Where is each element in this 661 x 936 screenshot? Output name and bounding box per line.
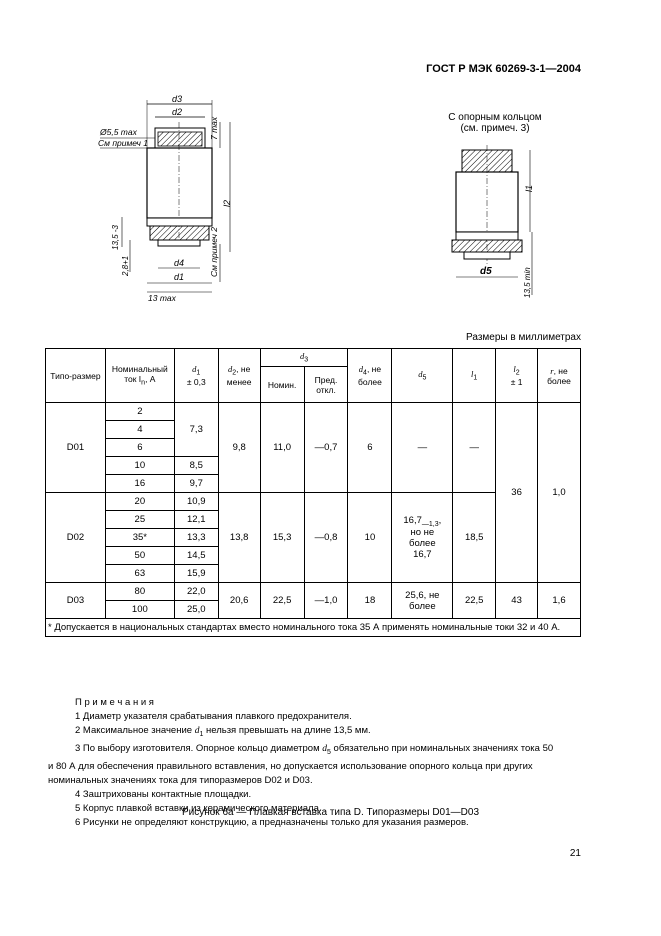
header-l2: l2± 1: [495, 348, 538, 403]
cell-d1: 7,3: [173, 402, 219, 457]
cell-d1: 22,0: [173, 582, 219, 601]
dim-d3-label: d3: [172, 94, 182, 104]
cell-current: 16: [104, 474, 175, 493]
note-3-cont1: и 80 А для обеспечения правильного встав…: [48, 760, 533, 772]
figure-caption: Рисунок 6а — Плавкая вставка типа D. Тип…: [181, 807, 480, 818]
standard-number: ГОСТ Р МЭК 60269-3-1—2004: [426, 63, 581, 75]
header-d1: d1± 0,3: [173, 348, 219, 403]
cell-d3-dev: —0,8: [303, 492, 349, 583]
cell-d3-nom: 22,5: [259, 582, 305, 619]
cell-current: 80: [104, 582, 175, 601]
cell-current: 50: [104, 546, 175, 565]
cell-d2: 20,6: [217, 582, 261, 619]
note-6: 6 Рисунки не определяют конструкцию, а п…: [75, 816, 469, 828]
cell-type: D01: [45, 402, 106, 493]
label-note2: 13 max: [148, 293, 177, 302]
dim-d4: d4: [174, 258, 184, 268]
page-number: 21: [569, 848, 581, 859]
cell-d4: 10: [347, 492, 393, 583]
cell-current: 35*: [104, 528, 175, 547]
header-d3-nom: Номин.: [259, 366, 305, 403]
cell-d4: 6: [347, 402, 393, 493]
figure-right-caption-line2: (см. примеч. 3): [460, 123, 530, 134]
dim-l2: l2: [222, 200, 232, 207]
header-d4: d4, не более: [347, 348, 393, 403]
cell-d1: 13,3: [173, 528, 219, 547]
cell-d3-dev: —0,7: [303, 402, 349, 493]
cell-current: 4: [104, 420, 175, 439]
header-d2: d2, не менее: [217, 348, 261, 403]
notes: П р и м е ч а н и я 1 Диаметр указателя …: [48, 696, 583, 830]
header-rated-current: Номинальный ток In, А: [104, 348, 175, 403]
dim-13max: См примеч 2: [209, 227, 219, 277]
note-3-cont2: номинальных значениях тока для типоразме…: [48, 774, 313, 786]
cell-type: D03: [45, 582, 106, 619]
cell-l1: 22,5: [452, 582, 497, 619]
dim-7max: 7 max: [209, 116, 219, 140]
cell-current: 20: [104, 492, 175, 511]
cell-d3-nom: 11,0: [259, 402, 305, 493]
cell-r: 1,6: [537, 582, 581, 619]
note-2: 2 Максимальное значение d1 нельзя превыш…: [75, 725, 371, 738]
cell-l1: —: [452, 402, 497, 493]
cell-d1: 15,9: [173, 564, 219, 583]
note-4: 4 Заштрихованы контактные площадки.: [75, 788, 252, 800]
cell-d1: 25,0: [173, 600, 219, 619]
dim-d2-label: d2: [172, 107, 182, 117]
cell-l1: 18,5: [452, 492, 497, 583]
header-d3-dev: Пред. откл.: [303, 366, 349, 403]
label-note1: См примеч 1: [98, 138, 148, 148]
notes-title: П р и м е ч а н и я: [75, 697, 154, 708]
dim-135: 13,5 -3: [111, 225, 120, 250]
dim-d1: d1: [174, 272, 184, 282]
table-footnote: * Допускается в национальных стандартах …: [45, 618, 581, 637]
cell-r: 1,0: [537, 402, 581, 583]
dim-l1: l1: [524, 185, 534, 192]
label-diam-55: Ø5,5 max: [99, 127, 138, 137]
cell-d3-dev: —1,0: [303, 582, 349, 619]
cell-current: 6: [104, 438, 175, 457]
cell-d2: 9,8: [217, 402, 261, 493]
cell-current: 100: [104, 600, 175, 619]
cell-l2: 43: [495, 582, 538, 619]
cell-current: 2: [104, 402, 175, 421]
header-d3: d3: [259, 348, 349, 367]
fuse-dimensions-table: Типо-размер Номинальный ток In, А d1± 0,…: [45, 348, 581, 637]
cell-d3-nom: 15,3: [259, 492, 305, 583]
cell-d5: —: [391, 402, 454, 493]
note-1: 1 Диаметр указателя срабатывания плавког…: [75, 711, 352, 722]
dim-28: 2,8+1: [121, 256, 130, 277]
cell-type: D02: [45, 492, 106, 583]
fuse-drawing-left: d3 d2 Ø5,5 max См примеч 1 7 max l2 См п…: [98, 94, 232, 302]
cell-d2: 13,8: [217, 492, 261, 583]
note-5: 5 Корпус плавкой вставки из керамическог…: [75, 802, 322, 814]
header-type: Типо-размер: [45, 348, 106, 403]
header-l1: l1: [452, 348, 497, 403]
cell-current: 10: [104, 456, 175, 475]
figure-right-caption: С опорным кольцом (см. примеч. 3): [430, 112, 560, 134]
units-note: Размеры в миллиметрах: [466, 332, 581, 343]
cell-current: 25: [104, 510, 175, 529]
dim-135min: 13,5 min: [523, 267, 532, 298]
cell-d4: 18: [347, 582, 393, 619]
cell-d1: 8,5: [173, 456, 219, 475]
cell-d1: 12,1: [173, 510, 219, 529]
note-3: 3 По выбору изготовителя. Опорное кольцо…: [75, 742, 554, 756]
cell-d1: 10,9: [173, 492, 219, 511]
header-r: r, не более: [537, 348, 581, 403]
cell-l2: 36: [495, 402, 538, 583]
figure-right-caption-line1: С опорным кольцом: [448, 112, 542, 123]
header-d5: d5: [391, 348, 454, 403]
dim-d5: d5: [480, 266, 492, 277]
cell-d1: 14,5: [173, 546, 219, 565]
cell-d1: 9,7: [173, 474, 219, 493]
cell-current: 63: [104, 564, 175, 583]
fuse-drawing-right: l1 d5 13,5 min: [451, 145, 534, 298]
